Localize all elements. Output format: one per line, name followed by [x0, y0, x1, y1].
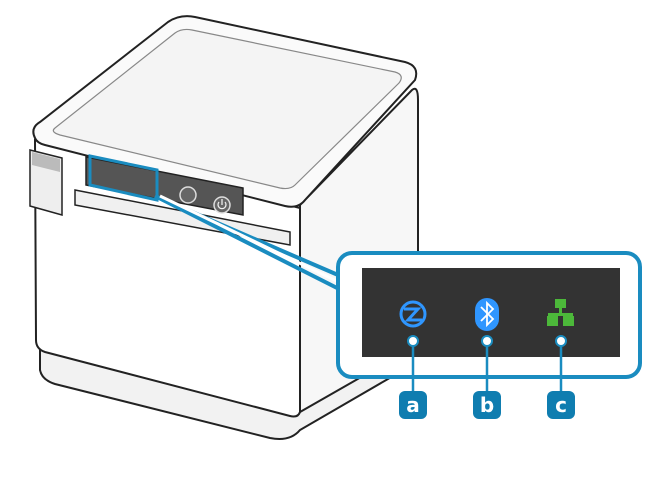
- svg-text:b: b: [480, 393, 494, 417]
- network-icon: [547, 299, 574, 326]
- badge-a: a: [399, 391, 427, 419]
- pointer-dots: [407, 335, 567, 347]
- badge-c: c: [547, 391, 575, 419]
- svg-text:c: c: [555, 393, 567, 417]
- printer-lid: [52, 28, 402, 190]
- latch-groove: [32, 152, 60, 172]
- control-panel: [85, 156, 244, 216]
- power-icon: [217, 199, 227, 210]
- badge-b: b: [473, 391, 501, 419]
- pointer-lines: [411, 341, 563, 395]
- bluetooth-icon: [475, 298, 499, 331]
- power-status-icon: [399, 300, 427, 328]
- svg-text:a: a: [406, 393, 420, 417]
- feed-button: [179, 186, 197, 204]
- led-panel-highlight: [88, 154, 159, 202]
- leader-inner: [159, 194, 346, 287]
